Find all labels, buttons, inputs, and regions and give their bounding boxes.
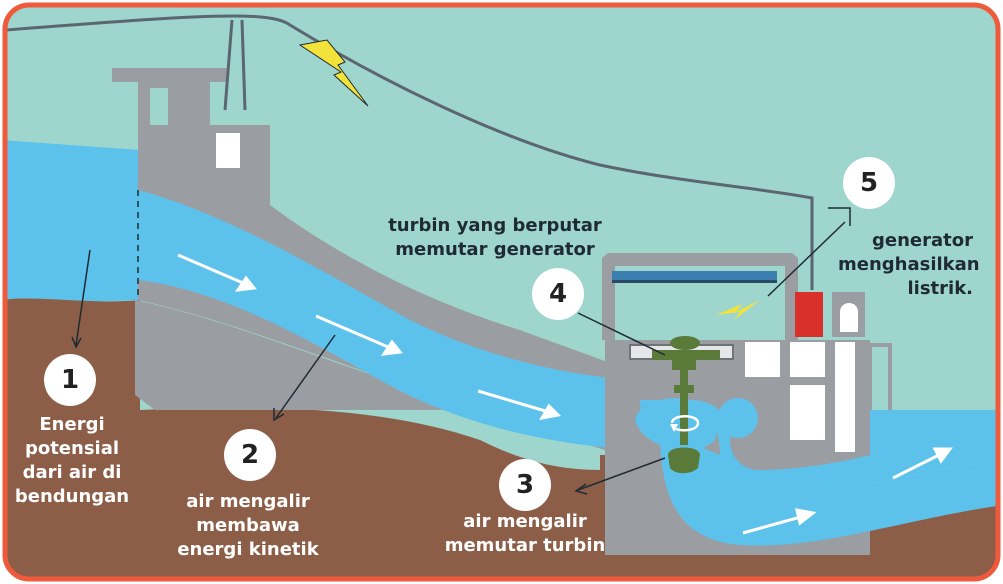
crane-beam-base: [612, 280, 777, 283]
generator-red: [795, 292, 823, 337]
reservoir-water: [6, 140, 140, 305]
flow-arrow-head: [932, 447, 953, 464]
step-3-label: air mengalir memutar turbin: [444, 511, 606, 556]
flow-arrow-icon: [315, 314, 396, 352]
flow-arrow-icon: [892, 450, 946, 480]
window: [745, 342, 780, 377]
intake-tower: [112, 68, 228, 125]
dam-window: [216, 133, 240, 168]
outlet-circle: [718, 398, 758, 438]
power-line-support: [223, 19, 247, 111]
lightning-bolt-icon: [716, 300, 760, 320]
rotation-arrow-icon: [670, 415, 700, 432]
generator-white-inner: [840, 303, 858, 332]
step-1-label: Energi potensial dari air di bendungan: [14, 414, 130, 507]
step-5-label: generator menghasilkan listrik.: [838, 230, 980, 299]
flow-arrow-icon: [742, 513, 809, 535]
step-5-number: 5: [843, 157, 895, 209]
step-2-label: air mengalir membawa energi kinetik: [177, 491, 319, 560]
lightning-bolt-icon: [298, 39, 369, 107]
window: [790, 385, 825, 440]
draft-tube-water: [660, 430, 997, 546]
step-1-number: 1: [44, 354, 96, 406]
powerhouse-crane-frame: [602, 253, 798, 340]
turbine: [652, 336, 720, 474]
tailrace-water: [639, 400, 997, 504]
step-2-number: 2: [224, 429, 276, 481]
step-4-number: 4: [532, 268, 584, 320]
ground: [6, 298, 610, 578]
dam-body: [138, 125, 615, 415]
flow-arrow-head: [234, 275, 257, 292]
window: [790, 342, 825, 377]
flow-arrow-head: [539, 403, 562, 421]
window: [835, 342, 855, 452]
rotation-arrowhead: [670, 424, 678, 432]
flow-arrow-icon: [177, 253, 251, 288]
pointer-lines: [71, 207, 851, 495]
flow-arrow-icon: [477, 389, 553, 415]
crane-beam: [612, 271, 777, 280]
flow-arrows: [177, 253, 953, 535]
step-3-number: 3: [499, 459, 551, 511]
step-4-label: turbin yang berputar memutar generator: [388, 215, 602, 260]
penstock-water: [138, 190, 610, 448]
power-line: [6, 14, 814, 290]
flow-arrow-head: [380, 339, 403, 356]
flow-arrow-head: [795, 508, 817, 526]
